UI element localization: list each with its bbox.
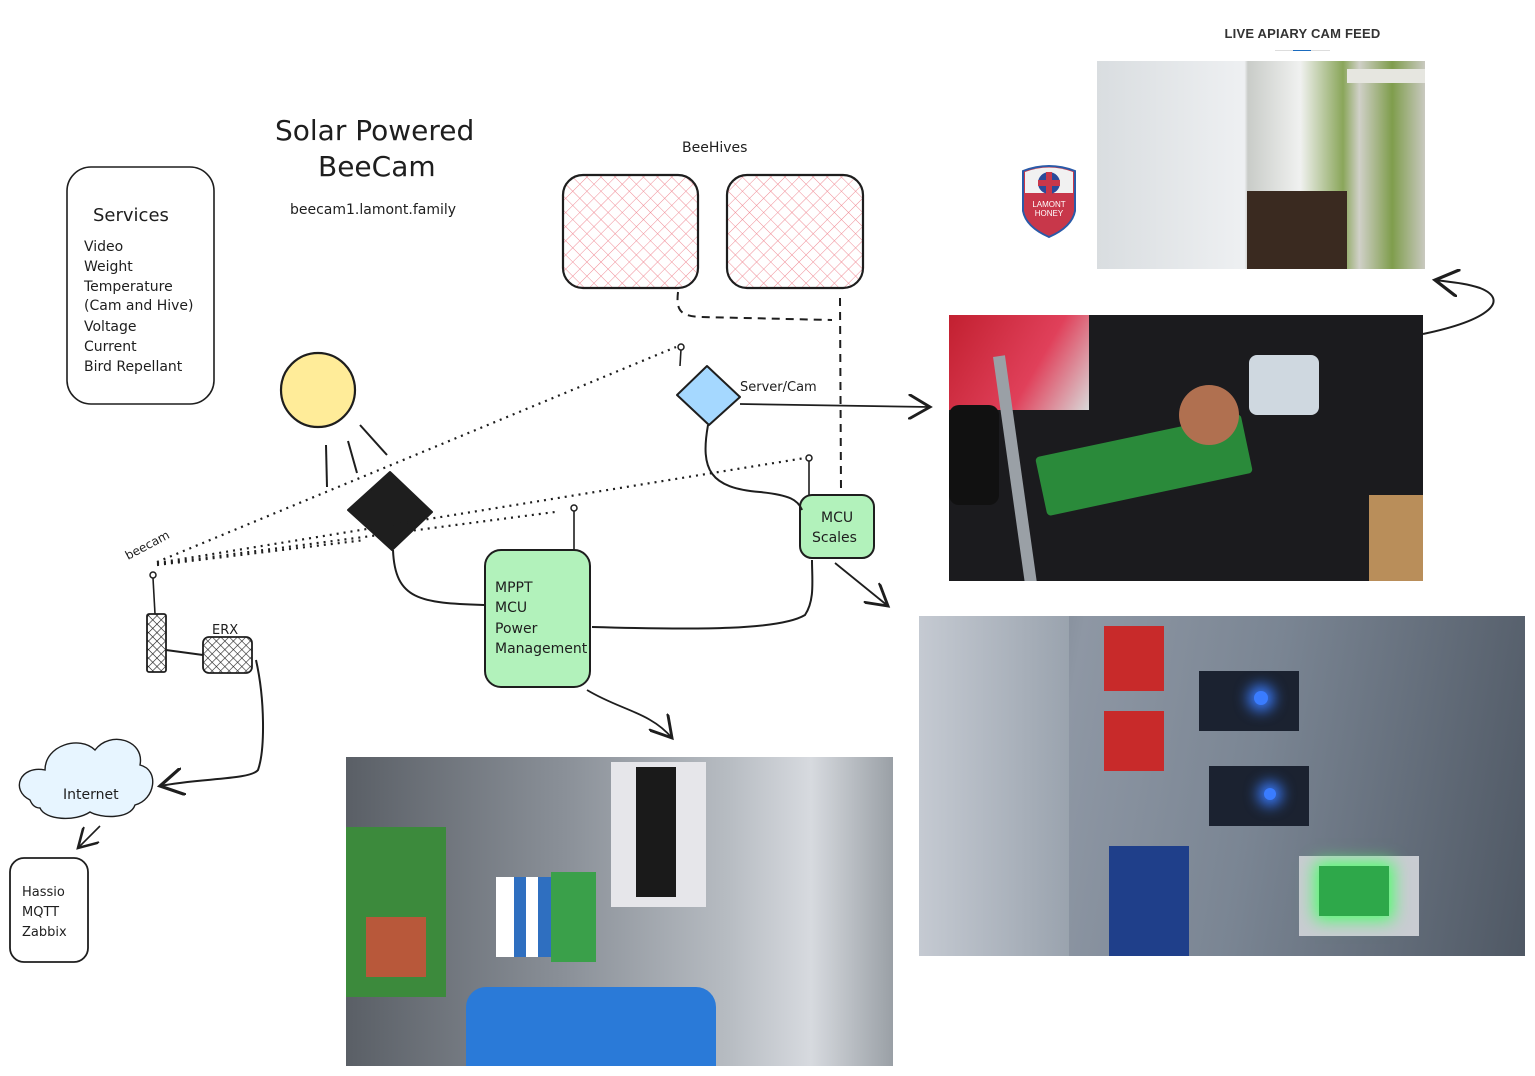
- beehives-label: BeeHives: [682, 140, 747, 156]
- service-item: Voltage: [84, 319, 137, 335]
- feed-divider: [1275, 50, 1330, 51]
- mppt-label-3: Power: [495, 621, 538, 637]
- mcu-scales-box: [799, 494, 875, 559]
- subtitle: beecam1.lamont.family: [290, 202, 456, 218]
- erx-label: ERX: [212, 623, 238, 638]
- lamont-honey-logo: LAMONT HONEY: [1022, 165, 1076, 239]
- panel-mppt-cable: [392, 549, 485, 606]
- mppt-box: [484, 549, 591, 688]
- solar-panel-node: [347, 471, 433, 551]
- hassio-label-2: MQTT: [22, 905, 59, 920]
- wifi-links: [156, 345, 806, 567]
- server-cam-label: Server/Cam: [740, 380, 817, 395]
- sun-rays: [325, 424, 388, 488]
- mcu-to-photo-arrow: [834, 562, 888, 606]
- services-box: [66, 166, 215, 405]
- title-line1: Solar Powered: [275, 114, 474, 147]
- mppt-label-1: MPPT: [495, 580, 533, 596]
- beecam-label: beecam: [123, 528, 172, 563]
- hassio-label-1: Hassio: [22, 885, 65, 900]
- beecam-access-point: [146, 613, 167, 673]
- hive2-sensor-line: [839, 297, 842, 491]
- service-item: Bird Repellant: [84, 359, 183, 375]
- services-heading: Services: [93, 205, 169, 226]
- internet-cloud-icon: [18, 738, 154, 819]
- mcu-scales-label-2: Scales: [812, 530, 857, 546]
- hive1-sensor-line: [676, 291, 833, 321]
- hassio-label-3: Zabbix: [22, 925, 67, 940]
- live-feed-image[interactable]: [1097, 61, 1425, 269]
- server-mcu-cable: [704, 424, 803, 511]
- beecam-antenna-icon: [149, 571, 157, 579]
- svg-text:LAMONT: LAMONT: [1032, 200, 1065, 209]
- live-feed-title: LIVE APIARY CAM FEED: [1224, 26, 1381, 41]
- service-item: Weight: [84, 259, 133, 275]
- power-enclosure-photo: [346, 757, 893, 1066]
- service-item: Current: [84, 339, 137, 355]
- svg-text:HONEY: HONEY: [1035, 209, 1064, 218]
- camera-to-feed-arrow: [1422, 280, 1495, 335]
- scales-enclosure-photo: [919, 616, 1525, 956]
- mcu-scales-label-1: MCU: [821, 510, 853, 526]
- service-item: (Cam and Hive): [84, 298, 193, 314]
- internet-label: Internet: [63, 787, 119, 803]
- service-item: Temperature: [83, 279, 173, 295]
- server-to-photo-arrow: [739, 404, 930, 407]
- hassio-box: [9, 857, 89, 963]
- internet-hassio-arrow: [78, 825, 101, 848]
- beehive-1: [561, 173, 700, 290]
- mppt-to-photo-arrow: [586, 689, 672, 738]
- mppt-antenna-icon: [570, 504, 578, 512]
- erx-internet-cable: [160, 659, 265, 786]
- mppt-label-4: Management: [495, 641, 588, 657]
- service-item: Video: [84, 239, 123, 255]
- beehive-2: [725, 173, 865, 290]
- title-line2: BeeCam: [318, 150, 436, 183]
- mppt-mcu-cable: [591, 559, 814, 630]
- camera-hardware-photo: [949, 315, 1423, 581]
- server-cam-node: [676, 365, 741, 426]
- server-antenna-icon: [677, 343, 685, 351]
- sun-icon: [279, 351, 357, 429]
- erx-router: [202, 636, 253, 674]
- mcu-antenna-icon: [805, 454, 813, 462]
- mppt-label-2: MCU: [495, 600, 527, 616]
